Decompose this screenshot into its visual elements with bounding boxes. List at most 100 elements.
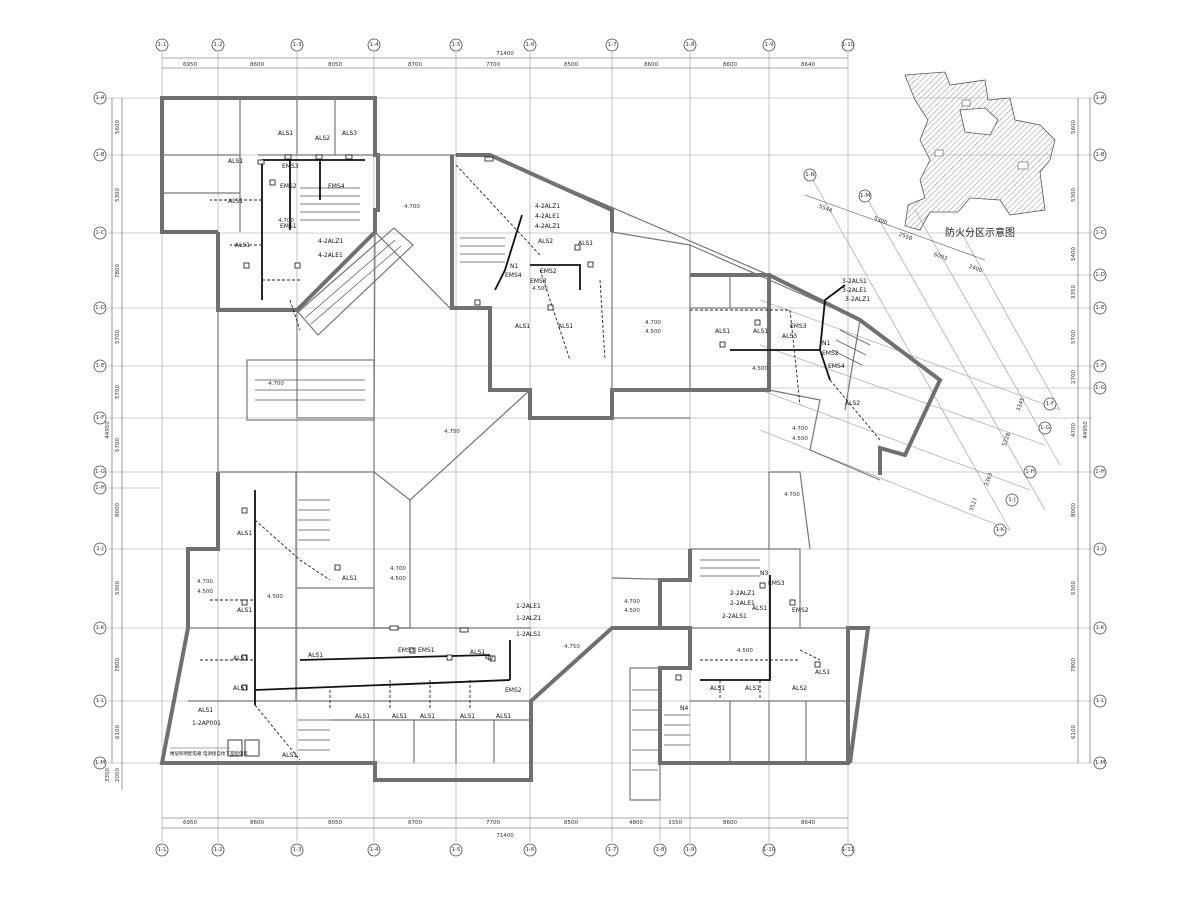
label-circuit-a2: 4-2ALZ1 [535, 203, 560, 210]
label-n4: N4 [680, 705, 688, 712]
right-dimension-text: 5600 5300 5400 3350 5700 2700 4700 8000 … [1071, 120, 1089, 739]
svg-text:1-3: 1-3 [293, 42, 302, 48]
svg-text:5300: 5300 [1071, 581, 1077, 595]
label-als2-a: ALS2 [315, 135, 330, 142]
svg-text:5228: 5228 [1002, 432, 1013, 448]
label-circuit-b: 4-2ALE1 [318, 252, 343, 259]
label-als1-b: ALS1 [228, 158, 243, 165]
svg-text:3350: 3350 [1071, 285, 1077, 299]
svg-text:1-8: 1-8 [686, 42, 695, 48]
label-als3-b: ALS3 [782, 333, 797, 340]
svg-text:4.700: 4.700 [784, 492, 800, 498]
label-als2-b: ALS2 [538, 238, 553, 245]
label-als1-aa: ALS1 [815, 669, 830, 676]
svg-text:1-J: 1-J [96, 546, 104, 552]
label-ems2-a: EMS2 [280, 183, 297, 190]
axis-bubbles-bottom: 1-1 1-2 1-3 1-4 1-5 1-6 1-7 1-8 1-9 1-10… [155, 843, 855, 857]
svg-text:4.700: 4.700 [278, 218, 294, 224]
label-ems1-b: EMS1 [418, 647, 435, 654]
svg-text:1-B: 1-B [1095, 152, 1104, 158]
label-als3-a: ALS3 [342, 130, 357, 137]
svg-text:4700: 4700 [1071, 423, 1077, 437]
svg-text:1-11: 1-11 [842, 847, 854, 853]
svg-text:5600: 5600 [115, 120, 121, 134]
svg-text:5300: 5300 [115, 581, 121, 595]
label-als1-q: ALS1 [308, 652, 323, 659]
svg-text:1-E: 1-E [1096, 305, 1105, 311]
dim-top-4: 7700 [486, 62, 500, 68]
label-als1-u: ALS1 [420, 713, 435, 720]
svg-text:1-D: 1-D [1095, 272, 1105, 278]
svg-text:4.500: 4.500 [737, 648, 753, 654]
svg-text:1-J: 1-J [1008, 497, 1016, 503]
svg-text:4.500: 4.500 [624, 608, 640, 614]
svg-text:4.500: 4.500 [267, 594, 283, 600]
label-als2-d: ALS2 [792, 685, 807, 692]
label-ems2-d: EMS2 [505, 687, 522, 694]
label-als1-d: ALS1 [235, 242, 250, 249]
label-als1-m: ALS1 [233, 685, 248, 692]
label-circuit-g: 2-2ALE1 [730, 600, 755, 607]
svg-text:5700: 5700 [115, 330, 121, 344]
label-als1-y: ALS1 [710, 685, 725, 692]
circuit-runs [254, 159, 846, 705]
label-ems4-a: EMS4 [328, 183, 345, 190]
dim-top-2: 8050 [328, 62, 342, 68]
svg-text:8000: 8000 [115, 503, 121, 517]
label-als2-c: ALS2 [845, 400, 860, 407]
svg-text:1-B: 1-B [95, 152, 104, 158]
svg-text:1-C: 1-C [95, 230, 104, 236]
svg-text:4.700: 4.700 [624, 599, 640, 605]
skew-grid [759, 174, 1061, 531]
label-n3: N3 [760, 570, 768, 577]
svg-text:1-L: 1-L [96, 698, 105, 704]
dim-bottom-6: 4800 [629, 820, 643, 826]
svg-text:1-G: 1-G [95, 469, 105, 475]
label-als1-e: ALS1 [578, 240, 593, 247]
svg-text:1-2: 1-2 [214, 42, 223, 48]
label-ems2-e: EMS2 [792, 607, 809, 614]
svg-text:4.700: 4.700 [197, 579, 213, 585]
label-ems3-d: EMS3 [398, 647, 415, 654]
svg-text:1-8: 1-8 [656, 847, 665, 853]
total-dim-top: 71400 [496, 51, 514, 57]
label-circuit-d: 3-2ALE1 [842, 287, 867, 294]
right-total: 44950 [1083, 421, 1089, 439]
label-als1-i: ALS1 [753, 328, 768, 335]
label-als1-l: ALS1 [233, 655, 248, 662]
svg-text:5600: 5600 [1071, 120, 1077, 134]
svg-text:1-M: 1-M [95, 760, 105, 766]
svg-text:4.700: 4.700 [404, 204, 420, 210]
label-als1-t: ALS1 [392, 713, 407, 720]
svg-text:1-D: 1-D [95, 305, 105, 311]
svg-text:1-H: 1-H [95, 485, 105, 491]
svg-text:1-A: 1-A [95, 95, 104, 101]
label-ems3-e: EMS3 [768, 580, 785, 587]
svg-text:1-7: 1-7 [608, 847, 617, 853]
svg-text:1-9: 1-9 [765, 42, 774, 48]
label-circuit-c: 3-2ALS1 [842, 278, 867, 285]
svg-text:4.700: 4.700 [645, 320, 661, 326]
dim-top-8: 8640 [801, 62, 815, 68]
label-als1-z: ALS1 [745, 685, 760, 692]
svg-text:1-K: 1-K [95, 625, 104, 631]
svg-text:1-F: 1-F [1046, 401, 1055, 407]
svg-text:4.750: 4.750 [564, 644, 580, 650]
label-ems2-c: EMS2 [822, 350, 839, 357]
dim-bottom-2: 8050 [328, 820, 342, 826]
label-ems4-b: EMS4 [505, 272, 522, 279]
svg-text:4.500: 4.500 [197, 589, 213, 595]
svg-text:1-6: 1-6 [526, 847, 535, 853]
dim-bottom-7: 3350 [668, 820, 682, 826]
svg-text:1-4: 1-4 [370, 42, 379, 48]
devices [227, 154, 821, 757]
dim-bottom-3: 8700 [408, 820, 422, 826]
power-note: 楼层照明配电箱 电源接自地下室配电房 [170, 747, 248, 757]
svg-text:1-E: 1-E [96, 363, 105, 369]
svg-text:4.500: 4.500 [532, 286, 548, 292]
dimension-lines [111, 57, 1091, 829]
svg-text:1-K: 1-K [995, 527, 1004, 533]
total-dim-bottom: 71400 [496, 833, 514, 839]
dim-top-5: 8500 [564, 62, 578, 68]
